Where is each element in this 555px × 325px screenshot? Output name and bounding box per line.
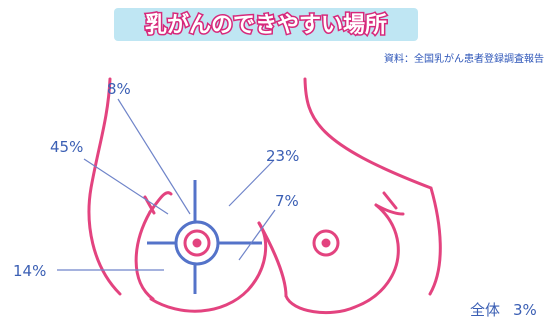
label-7-percent: 7%: [275, 192, 299, 210]
whole-label: 全体: [470, 301, 500, 319]
leader-23-percent: [228, 159, 275, 207]
leader-7-percent: [238, 209, 276, 261]
center-cleavage-line: [257, 221, 288, 298]
left-torso-outline: [87, 77, 122, 296]
label-8-percent: 8%: [107, 80, 131, 98]
left-nipple-dot: [192, 238, 202, 248]
label-14-percent: 14%: [13, 262, 46, 280]
title-background: [114, 8, 418, 41]
whole-percent: 3%: [513, 301, 537, 319]
right-breast-outline: [284, 203, 400, 314]
left-breast-lower-outline: [149, 221, 268, 313]
label-23-percent: 23%: [266, 147, 299, 165]
right-armpit-line: [382, 191, 398, 210]
right-torso-outline: [303, 77, 442, 296]
leader-45-percent: [83, 158, 169, 215]
title: 乳がんのできやすい場所: [145, 12, 387, 38]
source-note: 資料：全国乳がん患者登録調査報告: [384, 52, 544, 65]
right-armpit-curve: [374, 203, 405, 216]
leader-8-percent: [117, 98, 191, 215]
left-breast-upper-outline: [134, 210, 155, 301]
label-45-percent: 45%: [50, 138, 83, 156]
right-nipple-dot: [321, 238, 331, 248]
